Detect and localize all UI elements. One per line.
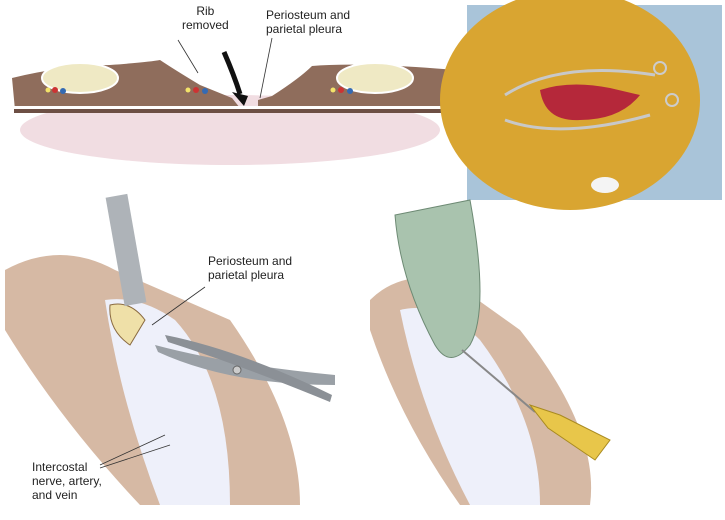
label-line: Periosteum and	[266, 8, 351, 22]
label-rib-removed: Rib removed	[182, 4, 229, 32]
label-line: parietal pleura	[208, 268, 285, 282]
leader-rib-removed	[177, 39, 199, 74]
probe-needle	[461, 349, 536, 413]
pleura-line	[14, 106, 456, 109]
chest-wall-cross-section	[12, 37, 456, 165]
probe-handle	[528, 404, 611, 461]
label-line: Intercostal	[32, 460, 88, 474]
forceps	[105, 193, 147, 307]
intercostal-bundle-left	[45, 87, 66, 94]
label-periosteum-bottom: Periosteum and parietal pleura	[208, 254, 292, 282]
rib-right	[336, 62, 414, 94]
rib-left	[41, 62, 119, 94]
gloved-finger	[394, 199, 481, 358]
leader-periosteum-top	[259, 37, 273, 99]
label-periosteum-top: Periosteum and parietal pleura	[266, 8, 350, 36]
label-intercostal: Intercostal nerve, artery, and vein	[32, 460, 102, 502]
leader-intercostal-2	[99, 444, 171, 469]
label-line: and vein	[32, 488, 78, 502]
intercostal-bundle-mid	[185, 87, 208, 94]
intraoperative-photo	[440, 0, 722, 210]
label-line: removed	[182, 18, 229, 32]
finger-dissection-view	[370, 199, 611, 505]
leader-intercostal-1	[99, 434, 166, 466]
label-line: nerve, artery,	[32, 474, 102, 488]
intercostal-bundle-right	[330, 87, 353, 94]
leader-periosteum-bottom	[151, 286, 206, 326]
arrow-icon	[221, 51, 243, 95]
scissors-dissection-view	[5, 193, 335, 505]
label-line: Periosteum and	[208, 254, 293, 268]
label-line: Rib	[196, 4, 215, 18]
label-line: parietal pleura	[266, 22, 343, 36]
